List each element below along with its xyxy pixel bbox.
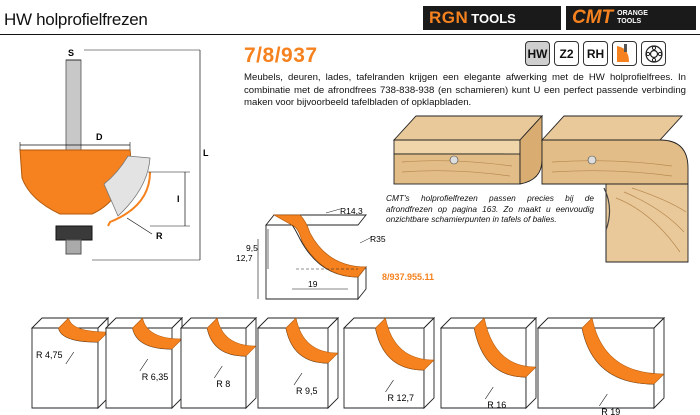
label-r: R bbox=[156, 231, 163, 241]
profile-cut-7 bbox=[581, 317, 665, 385]
product-code: 7/8/937 bbox=[244, 44, 318, 67]
cut-profile-line bbox=[107, 171, 151, 227]
bit-screw bbox=[65, 239, 82, 255]
cmt-logo-main: CMT bbox=[572, 7, 614, 28]
page-title: HW holprofielfrezen bbox=[4, 10, 148, 29]
label-i: I bbox=[177, 194, 180, 204]
part-number: 8/937.955.11 bbox=[382, 272, 435, 282]
wood-panel-lower bbox=[605, 183, 689, 263]
profile-cut-3 bbox=[206, 317, 257, 357]
bit-carbide-cutter bbox=[103, 155, 151, 217]
profile-block-7: R 19 bbox=[536, 316, 666, 415]
profile-row: R 4,75 R 6,35 R 8 R 9,5 R 12,7 R 16 R 19 bbox=[30, 316, 666, 415]
profile-block-5: R 12,7 bbox=[342, 316, 436, 410]
cmt-logo-sub: ORANGE TOOLS bbox=[613, 10, 648, 26]
rgn-logo-main: RGN bbox=[429, 8, 469, 27]
cmt-logo: CMT ORANGE TOOLS bbox=[566, 6, 696, 30]
profile-label-3: R 8 bbox=[216, 379, 230, 389]
bit-profile-icon bbox=[612, 41, 637, 66]
profile-block-6: R 16 bbox=[439, 316, 538, 410]
compatibility-note: CMT's holprofielfrezen passen precies bi… bbox=[386, 193, 594, 224]
hinge-right bbox=[587, 155, 597, 165]
profile-cut-4 bbox=[285, 317, 339, 364]
router-bit-diagram: S D L I R bbox=[19, 48, 209, 261]
block-cut-profile bbox=[272, 214, 367, 278]
label-l: L bbox=[203, 148, 209, 158]
dim-19: 19 bbox=[308, 279, 318, 289]
badge-z2: Z2 bbox=[554, 41, 579, 66]
profile-label-4: R 9,5 bbox=[296, 386, 318, 396]
badge-hw: HW bbox=[525, 41, 550, 66]
profile-block-1: R 4,75 bbox=[30, 316, 110, 410]
dimension-block-diagram: R14,3 R35 9,5 12,7 19 bbox=[236, 206, 386, 301]
dim-r35: R35 bbox=[370, 234, 386, 244]
profile-block-2: R 6,35 bbox=[104, 316, 184, 410]
wood-panel-left bbox=[393, 153, 521, 185]
feature-badges: HW Z2 RH bbox=[525, 41, 666, 66]
profile-label-6: R 16 bbox=[487, 400, 506, 410]
bit-bearing bbox=[55, 225, 93, 241]
profile-label-1: R 4,75 bbox=[36, 350, 63, 360]
profile-block-3: R 8 bbox=[179, 316, 258, 410]
rgn-logo-sub: TOOLS bbox=[471, 10, 516, 26]
bearing-icon bbox=[641, 41, 666, 66]
profile-cut-6 bbox=[473, 317, 537, 378]
label-d: D bbox=[96, 132, 103, 142]
dim-12-7: 12,7 bbox=[236, 253, 253, 263]
profile-cut-5 bbox=[375, 317, 435, 371]
wood-panel-right bbox=[541, 139, 689, 185]
product-description: Meubels, deuren, lades, tafelranden krij… bbox=[244, 72, 686, 108]
dim-r14: R14,3 bbox=[340, 206, 363, 216]
profile-label-2: R 6,35 bbox=[142, 372, 169, 382]
dim-9-5: 9,5 bbox=[246, 243, 258, 253]
badge-rh: RH bbox=[583, 41, 608, 66]
cmt-logo-sub-line2: TOOLS bbox=[617, 18, 642, 25]
profile-block-4: R 9,5 bbox=[256, 316, 340, 410]
profile-label-5: R 12,7 bbox=[388, 393, 415, 403]
header-divider bbox=[0, 34, 700, 35]
wood-joint-illustration bbox=[392, 114, 689, 263]
profile-label-7: R 19 bbox=[601, 407, 620, 415]
hinge-left bbox=[449, 155, 459, 165]
rgn-tools-logo: RGN TOOLS bbox=[423, 6, 561, 30]
label-s: S bbox=[68, 48, 74, 58]
radius-leader bbox=[126, 217, 153, 235]
cmt-logo-sub-line1: ORANGE bbox=[617, 10, 648, 17]
